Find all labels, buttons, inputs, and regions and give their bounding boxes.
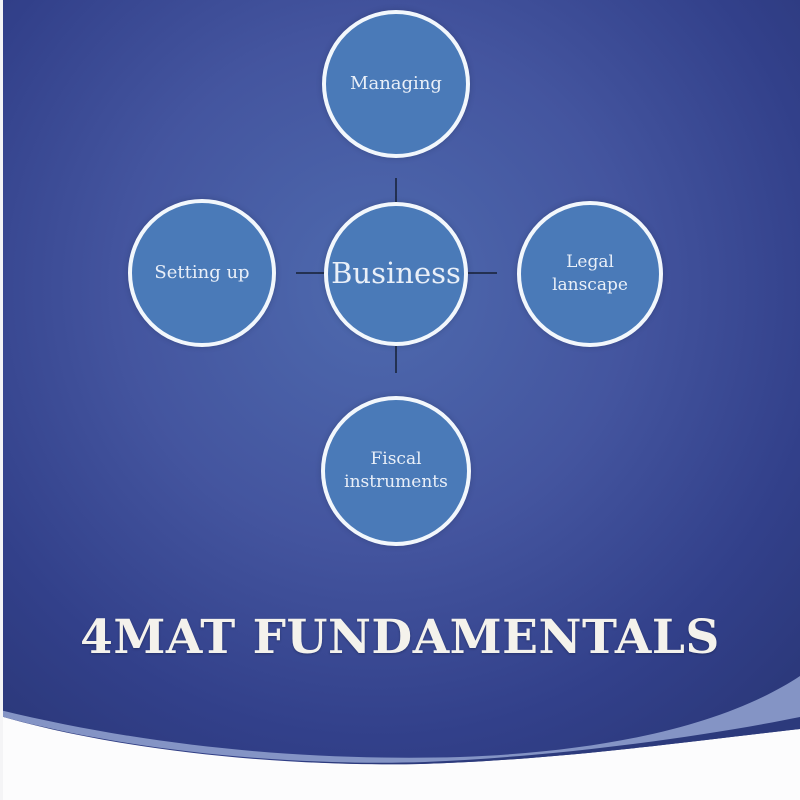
connector-left [296,272,325,274]
connector-right [468,272,497,274]
left-edge-strip [0,0,3,800]
node-label-fiscal-instruments: Fiscal instruments [344,449,448,492]
node-label-legal-lanscape: Legal lanscape [552,252,628,295]
diagram-node-setting-up: Setting up [128,199,276,347]
node-label-business: Business [331,256,461,291]
node-label-setting-up: Setting up [154,261,250,283]
slide-title: 4MAT FUNDAMENTALS [80,610,720,665]
diagram-node-fiscal-instruments: Fiscal instruments [321,396,471,546]
diagram-node-managing: Managing [322,10,470,158]
diagram-node-business: Business [324,202,468,346]
connector-bottom [395,346,397,373]
footer-white-area [0,716,800,800]
node-label-managing: Managing [350,72,442,94]
footer-light-band [0,676,800,763]
connector-top [395,178,397,204]
footer-dark-sliver [295,703,800,765]
diagram-node-legal-lanscape: Legal lanscape [517,201,663,347]
